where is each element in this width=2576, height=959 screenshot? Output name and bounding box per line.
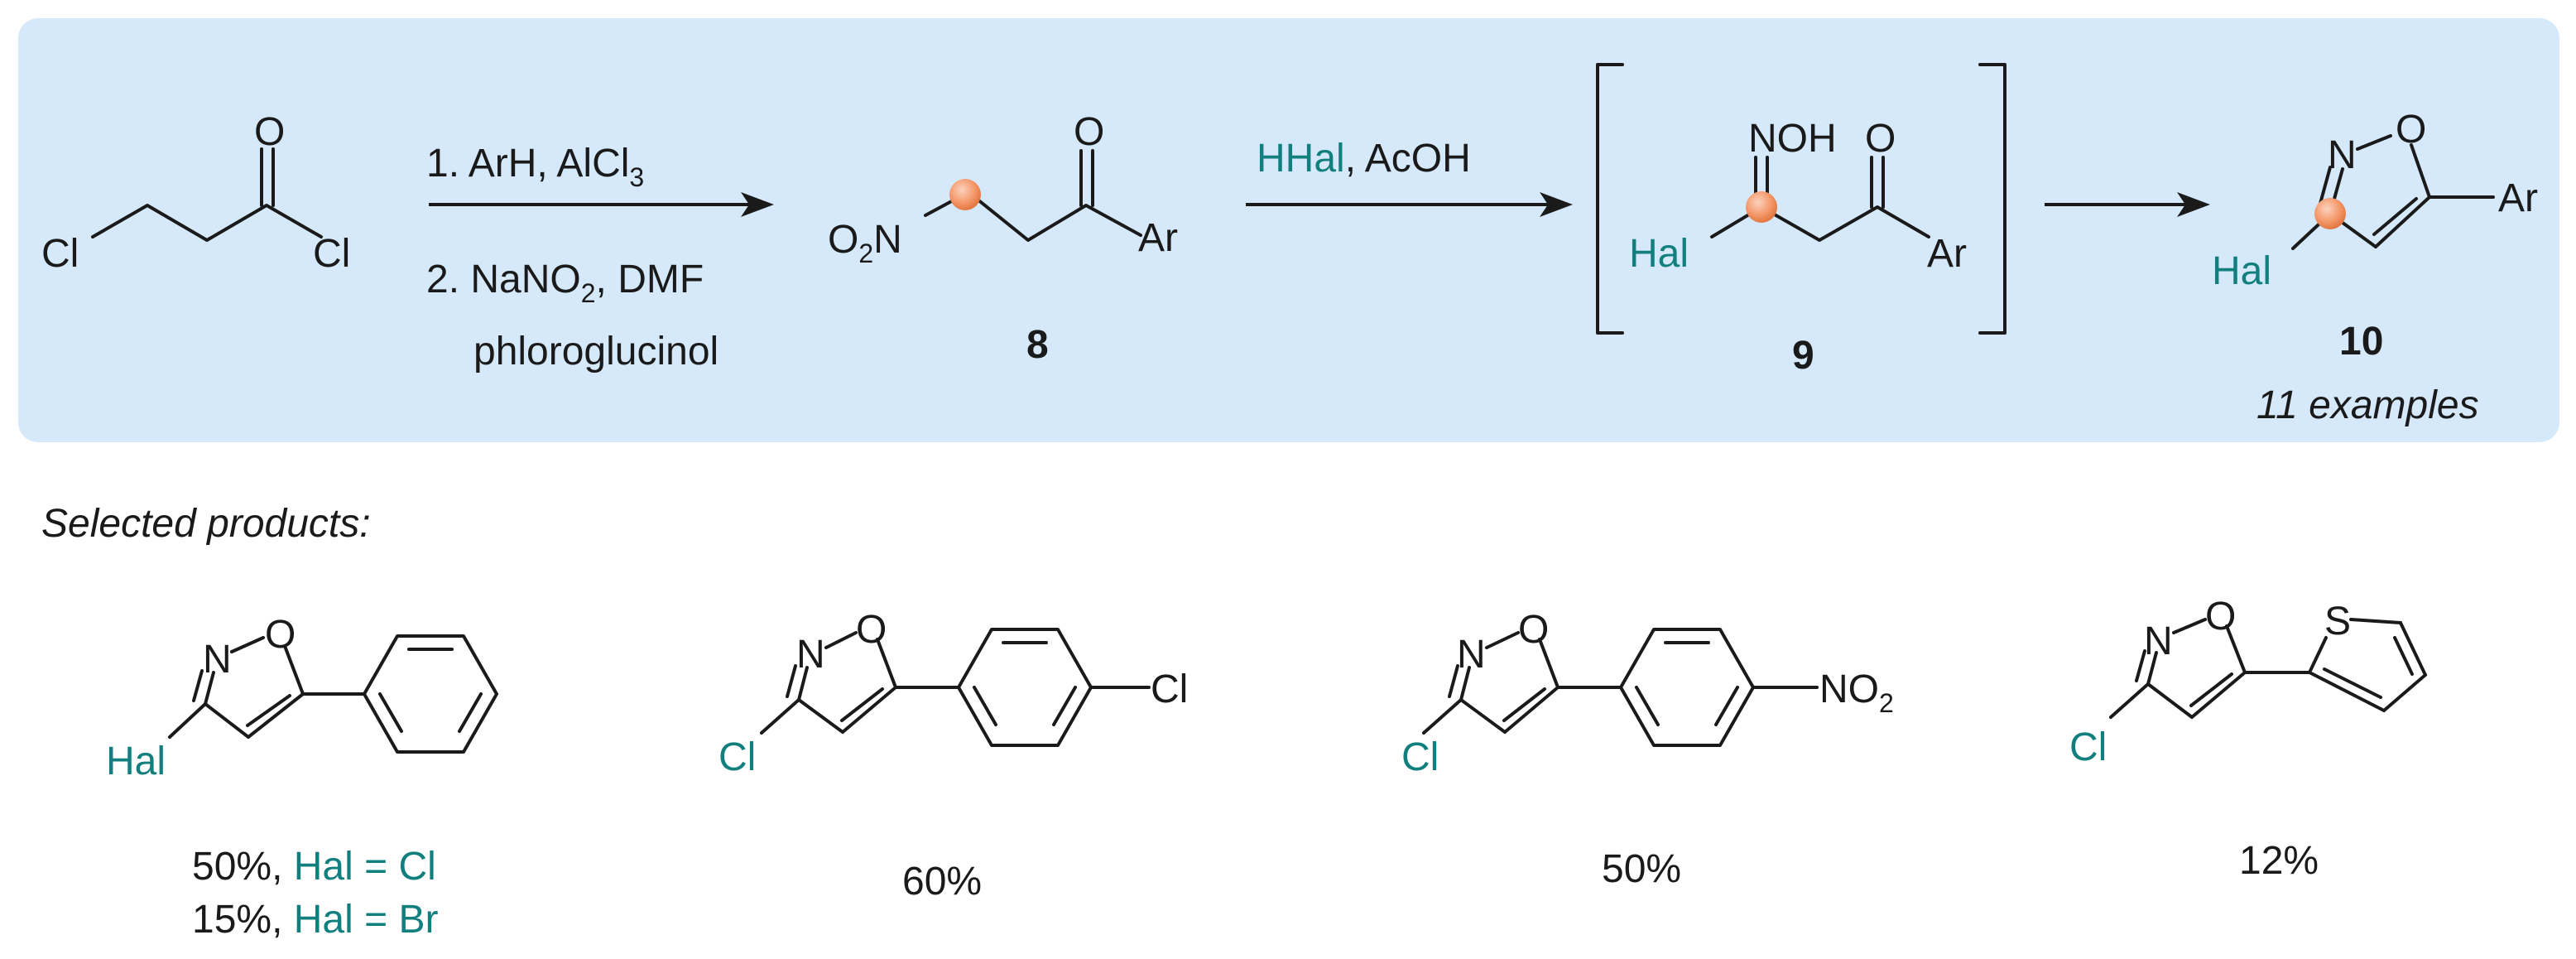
ring-nitrogen-label: N [1457,633,1486,677]
nitro-group-label: O2N [828,218,902,268]
compound-number-8: 8 [1026,323,1049,367]
halogen-label: Cl [718,735,756,779]
compound-8: O2N O Ar 8 [828,110,1178,367]
ring-nitrogen-label: N [796,633,825,677]
oxygen-label: O [1865,117,1896,161]
step1-conditions-line2: 2. NaNO2, DMF [426,258,704,308]
ring-oxygen-label: O [856,608,887,652]
highlight-atom-9 [1746,191,1777,223]
step1-conditions-line3: phloroglucinol [473,330,718,373]
oxygen-label: O [1074,110,1104,154]
compound-10: N O Ar Hal 10 11 examples [2212,108,2538,427]
halogen-label: Cl [2069,725,2107,769]
para-substituent-label: Cl [1151,667,1188,711]
product-3: N O Cl NO2 50% [1401,608,1894,891]
product-1: N O Hal 50%, Hal = Cl 15%, Hal = Br [106,613,498,942]
aryl-label: Ar [1138,216,1178,260]
compound-number-9: 9 [1792,334,1814,378]
reaction-panel [18,18,2559,442]
yield-line-2: 15%, Hal = Br [192,898,438,942]
highlight-atom-8 [949,179,981,210]
oxygen-label: O [254,110,285,154]
step2-conditions: HHal, AcOH [1257,137,1471,181]
ring-oxygen-label: O [265,613,296,657]
aryl-label: Ar [1927,232,1967,276]
chlorine-label-right: Cl [313,232,350,276]
highlight-atom-10 [2314,198,2346,229]
product-4: N O Cl S 12% [2069,595,2427,883]
halogen-label: Cl [1401,735,1439,779]
nitro-substituent-label: NO2 [1819,667,1894,718]
compound-9-brackets [1596,63,2006,335]
ring-oxygen-label: O [2205,595,2236,639]
starting-material: Cl Cl O [41,110,350,276]
oxime-label: NOH [1748,117,1837,161]
yield-label: 50% [1602,847,1681,891]
selected-products-heading: Selected products: [41,502,371,546]
halogen-label: Hal [2212,249,2271,293]
reaction-arrow-2 [1246,192,1573,217]
aryl-label: Ar [2498,176,2538,220]
yield-line-1: 50%, Hal = Cl [192,845,436,889]
step1-conditions-line1: 1. ArH, AlCl3 [426,142,644,192]
yield-label: 12% [2239,839,2319,883]
ring-nitrogen-label: N [2328,133,2357,177]
halogen-label: Hal [106,740,166,783]
reaction-arrow-3 [2045,192,2210,217]
example-count: 11 examples [2256,383,2479,427]
ring-oxygen-label: O [1518,608,1549,652]
chlorine-label-left: Cl [41,232,79,276]
product-2: N O Cl Cl 60% [718,608,1188,904]
ring-nitrogen-label: N [2144,619,2173,663]
reaction-arrow-1 [429,192,774,217]
compound-number-10: 10 [2339,320,2383,364]
compound-9: NOH O Hal Ar 9 [1629,117,1967,378]
yield-label: 60% [902,860,982,904]
ring-nitrogen-label: N [203,638,232,682]
halogen-label: Hal [1629,232,1689,276]
thiophene-sulfur-label: S [2324,600,2351,643]
ring-oxygen-label: O [2396,108,2426,152]
